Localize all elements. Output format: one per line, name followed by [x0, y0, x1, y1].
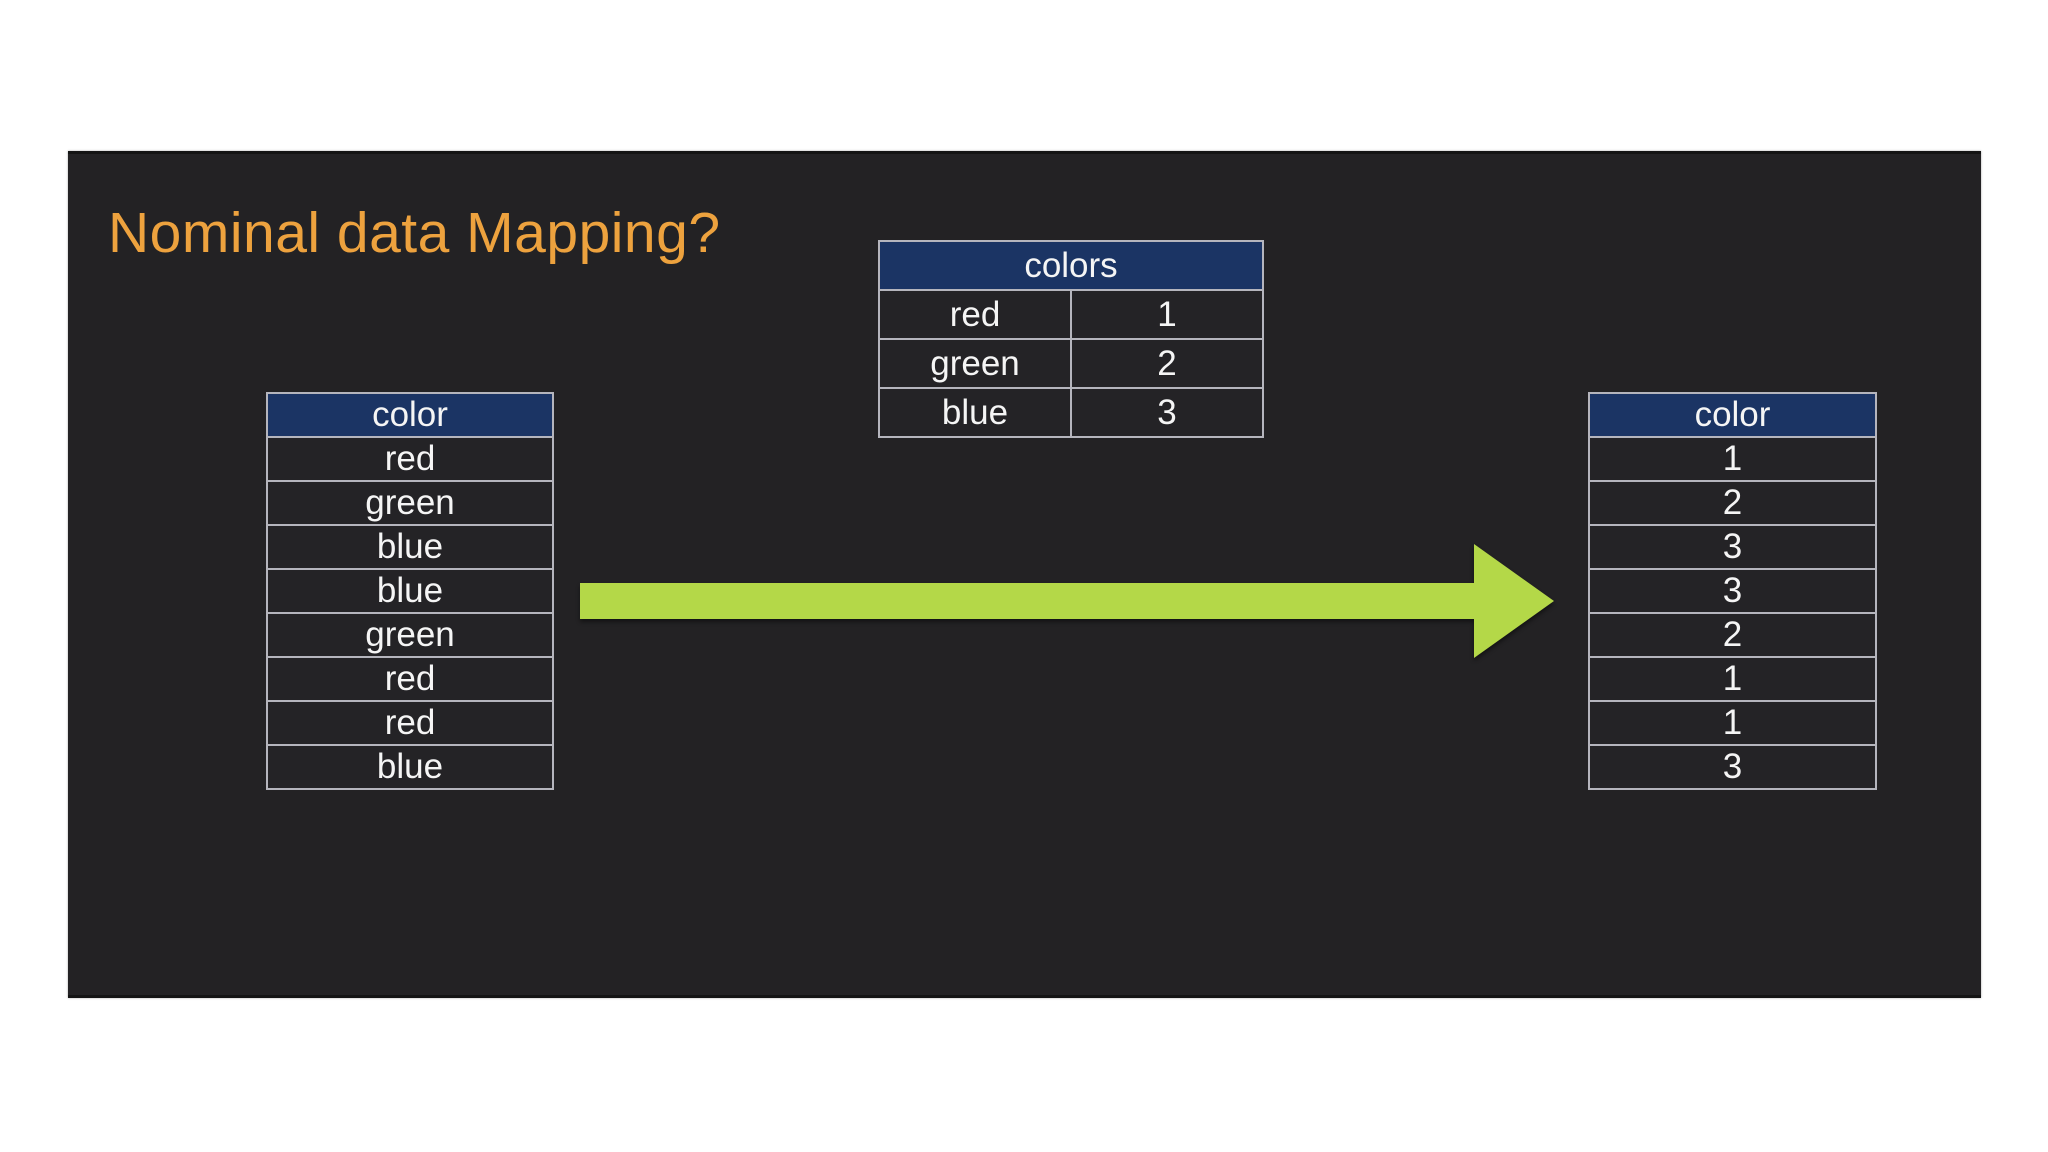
table-row: blue	[266, 744, 554, 790]
table-header-row: color	[266, 392, 554, 438]
table-row: red	[266, 700, 554, 746]
table-cell: blue	[266, 568, 554, 614]
table-cell: green	[878, 338, 1072, 389]
table-row: red	[266, 656, 554, 702]
table-row: 2	[1588, 612, 1877, 658]
table-row: 2	[1588, 480, 1877, 526]
table-cell: 2	[1070, 338, 1264, 389]
table-cell: 1	[1588, 700, 1877, 746]
table-row: green	[266, 480, 554, 526]
table-header-row: colors	[878, 240, 1264, 291]
table-row: blue	[266, 524, 554, 570]
table-header-cell: color	[266, 392, 554, 438]
table-header-cell: color	[1588, 392, 1877, 438]
table-row: red	[266, 436, 554, 482]
table-cell: green	[266, 612, 554, 658]
table-cell: 2	[1588, 480, 1877, 526]
table-cell: blue	[266, 744, 554, 790]
mapping-arrow	[580, 542, 1556, 662]
table-row: 3	[1588, 568, 1877, 614]
table-row: 1	[1588, 656, 1877, 702]
table-cell: 3	[1588, 524, 1877, 570]
table-row: 1	[1588, 436, 1877, 482]
table-cell: 2	[1588, 612, 1877, 658]
table-header-cell: colors	[878, 240, 1264, 291]
table-cell: red	[266, 656, 554, 702]
table-row: 1	[1588, 700, 1877, 746]
table-cell: red	[266, 700, 554, 746]
table-row: 3	[1588, 744, 1877, 790]
table-cell: green	[266, 480, 554, 526]
table-row: blue	[266, 568, 554, 614]
table-cell: 3	[1588, 744, 1877, 790]
table-cell: red	[266, 436, 554, 482]
table-cell: 3	[1588, 568, 1877, 614]
slide-title: Nominal data Mapping?	[108, 201, 721, 265]
table-cell: blue	[878, 387, 1072, 438]
table-header-row: color	[1588, 392, 1877, 438]
table-cell: 1	[1588, 436, 1877, 482]
table-cell: 1	[1588, 656, 1877, 702]
table-row: green	[266, 612, 554, 658]
table-cell: blue	[266, 524, 554, 570]
right-arrow-icon	[580, 544, 1554, 658]
table-cell: 1	[1070, 289, 1264, 340]
table-row: 3	[1588, 524, 1877, 570]
table-cell: 3	[1070, 387, 1264, 438]
table-cell: red	[878, 289, 1072, 340]
